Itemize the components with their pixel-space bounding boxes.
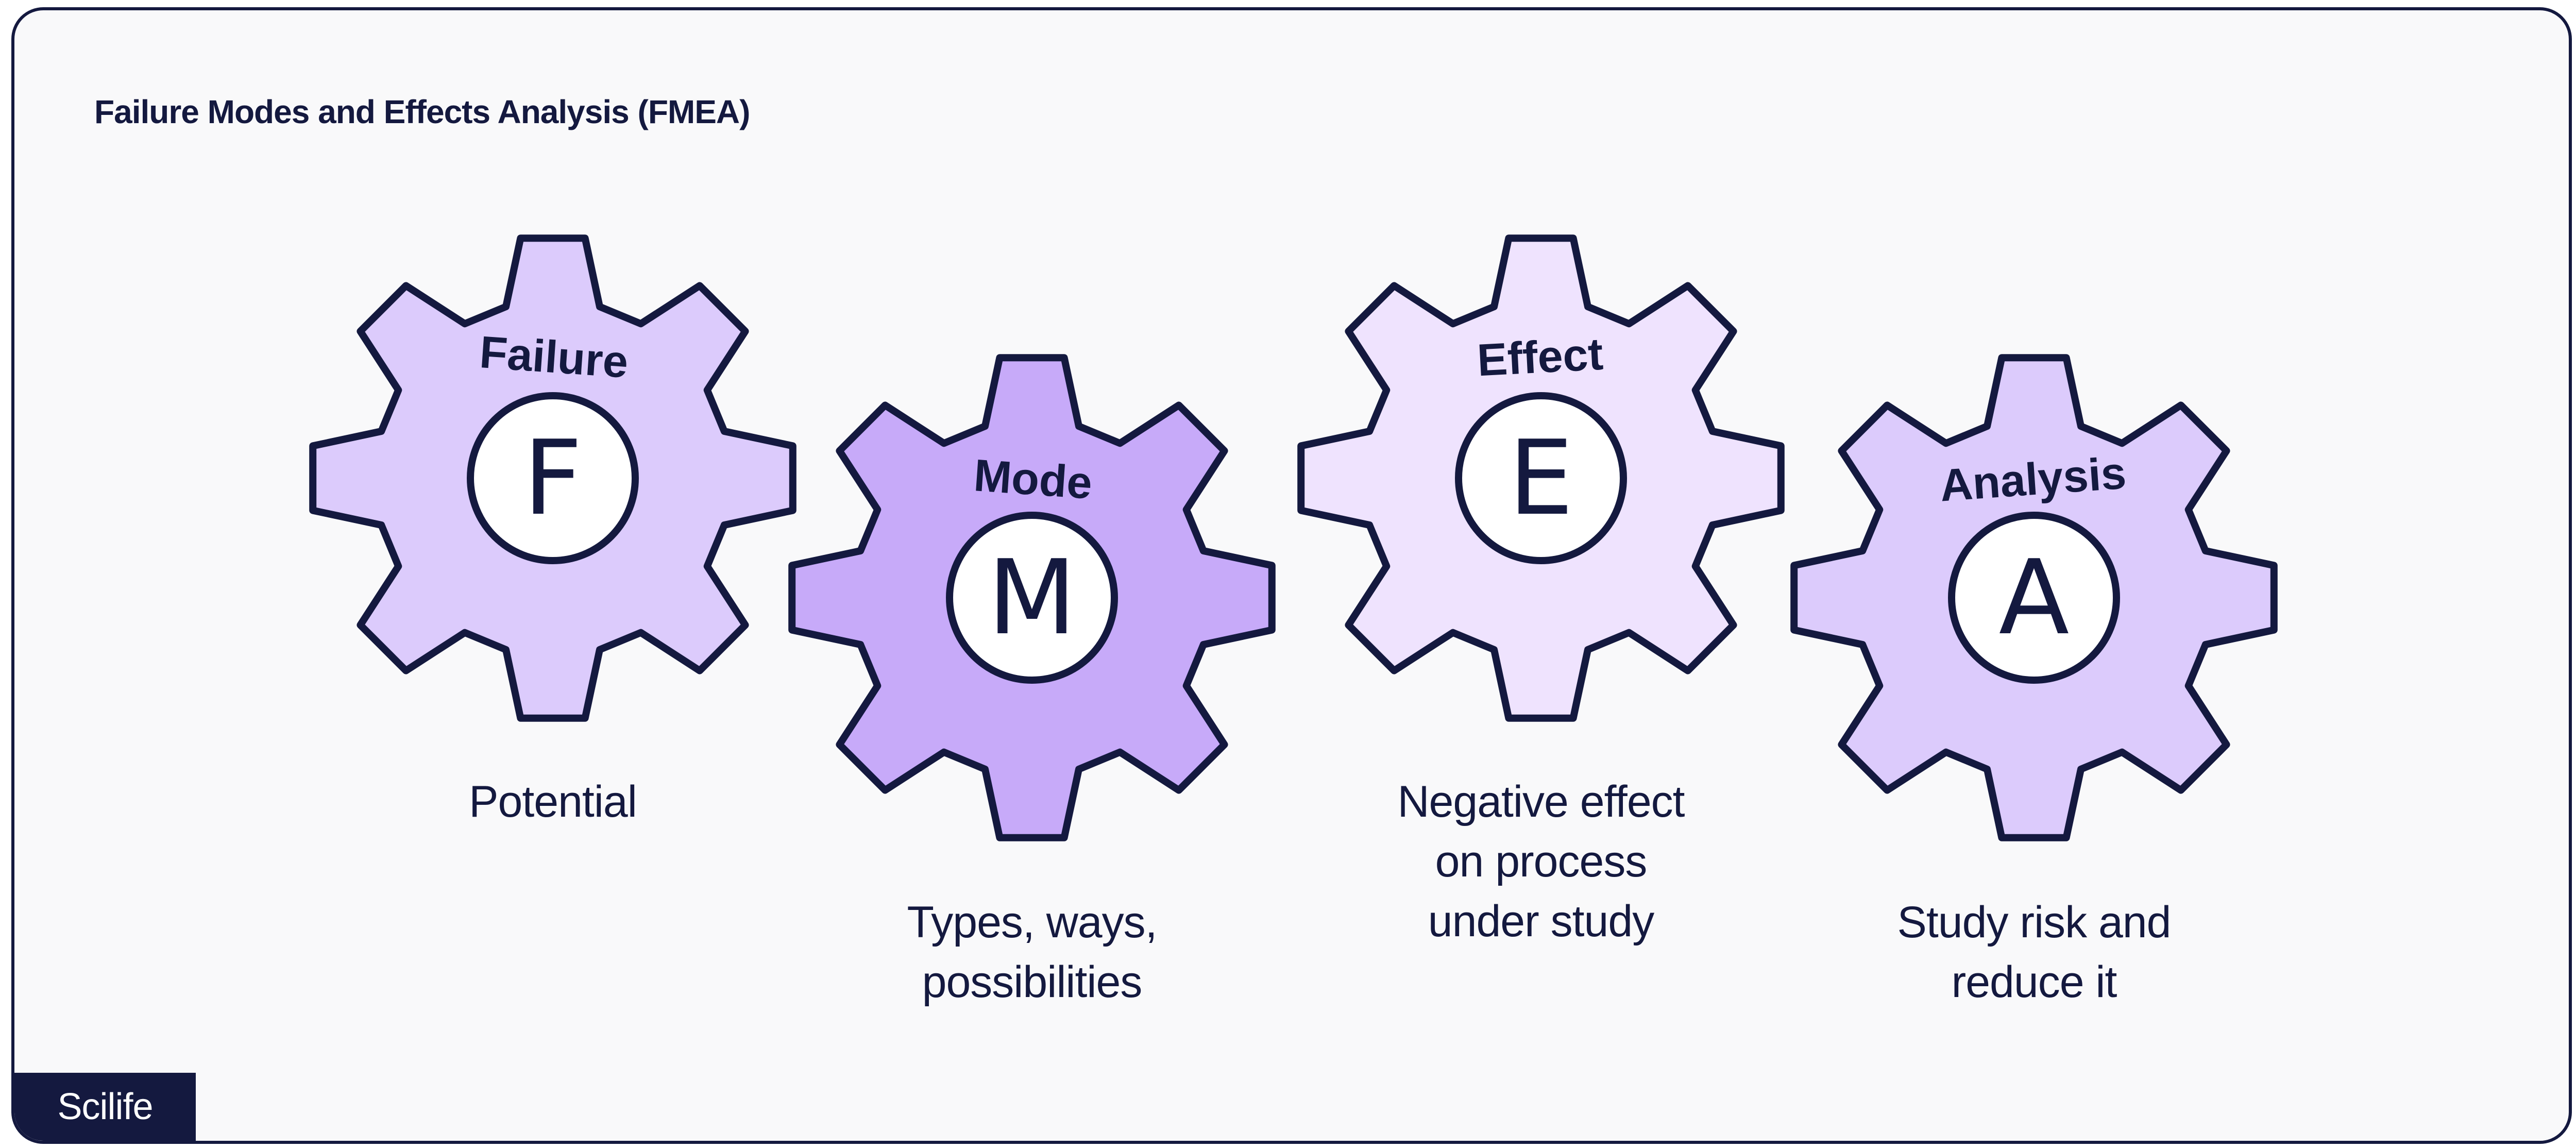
caption-line: Potential: [321, 772, 785, 832]
caption-line: possibilities: [800, 952, 1264, 1012]
caption-failure: Potential: [321, 772, 785, 832]
caption-line: Negative effect: [1309, 772, 1773, 832]
caption-line: under study: [1309, 891, 1773, 951]
gear-analysis-letter: A: [1999, 538, 2070, 658]
caption-analysis: Study risk and reduce it: [1802, 892, 2266, 1012]
caption-line: Types, ways,: [800, 892, 1264, 952]
caption-line: Study risk and: [1802, 892, 2266, 952]
caption-line: on process: [1309, 832, 1773, 891]
gear-mode-label: Mode: [972, 449, 1094, 509]
caption-mode: Types, ways, possibilities: [800, 892, 1264, 1012]
gear-effect-letter: E: [1509, 418, 1573, 538]
diagram-card: Failure Modes and Effects Analysis (FMEA…: [11, 7, 2572, 1144]
caption-effect: Negative effect on process under study: [1309, 772, 1773, 951]
gear-failure: F Failure: [313, 238, 793, 718]
gear-effect-label: Effect: [1476, 328, 1604, 386]
gear-mode: M Mode: [792, 358, 1272, 838]
gear-failure-letter: F: [523, 418, 582, 538]
caption-line: reduce it: [1802, 952, 2266, 1012]
gear-failure-label: Failure: [478, 326, 630, 387]
brand-logo: Scilife: [14, 1073, 196, 1141]
gear-effect: E Effect: [1301, 238, 1781, 718]
gear-analysis: A Analysis: [1794, 358, 2274, 838]
gear-mode-letter: M: [988, 538, 1077, 658]
